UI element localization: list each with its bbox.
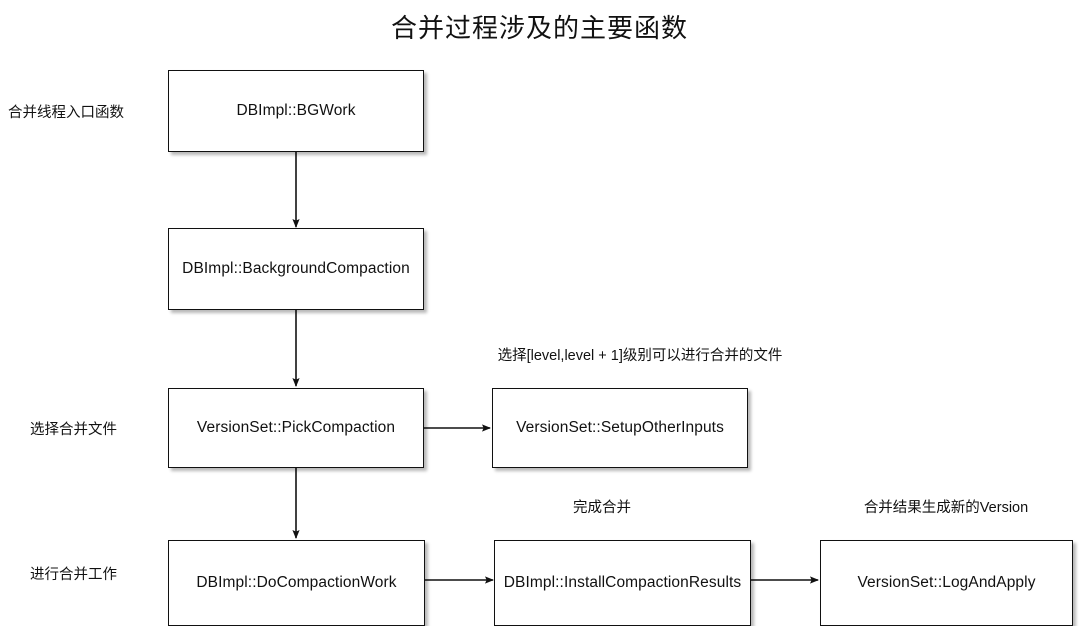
node-setup-other-inputs[interactable]: VersionSet::SetupOtherInputs — [492, 388, 748, 468]
row-label-merge-thread-entry: 合并线程入口函数 — [8, 105, 124, 121]
node-background-compaction-label: DBImpl::BackgroundCompaction — [182, 259, 410, 277]
node-do-compaction-work-label: DBImpl::DoCompactionWork — [196, 573, 397, 591]
edge-note-setup-other-inputs: 选择[level,level + 1]级别可以进行合并的文件 — [497, 348, 783, 364]
edge-note-install-compaction-results: 完成合并 — [573, 500, 631, 516]
node-setup-other-inputs-label: VersionSet::SetupOtherInputs — [516, 418, 724, 436]
node-pick-compaction[interactable]: VersionSet::PickCompaction — [168, 388, 424, 468]
node-log-and-apply[interactable]: VersionSet::LogAndApply — [820, 540, 1073, 626]
row-label-select-merge-files: 选择合并文件 — [30, 422, 117, 438]
node-do-compaction-work[interactable]: DBImpl::DoCompactionWork — [168, 540, 425, 626]
node-log-and-apply-label: VersionSet::LogAndApply — [857, 573, 1036, 591]
edge-note-log-and-apply: 合并结果生成新的Version — [863, 500, 1029, 516]
node-bgwork[interactable]: DBImpl::BGWork — [168, 70, 424, 152]
node-install-compaction-results-label: DBImpl::InstallCompactionResults — [503, 573, 742, 591]
row-label-do-merge-work: 进行合并工作 — [30, 567, 117, 583]
page-title: 合并过程涉及的主要函数 — [390, 13, 688, 43]
node-install-compaction-results[interactable]: DBImpl::InstallCompactionResults — [494, 540, 751, 626]
node-background-compaction[interactable]: DBImpl::BackgroundCompaction — [168, 228, 424, 310]
node-bgwork-label: DBImpl::BGWork — [236, 101, 356, 119]
node-pick-compaction-label: VersionSet::PickCompaction — [196, 418, 396, 436]
